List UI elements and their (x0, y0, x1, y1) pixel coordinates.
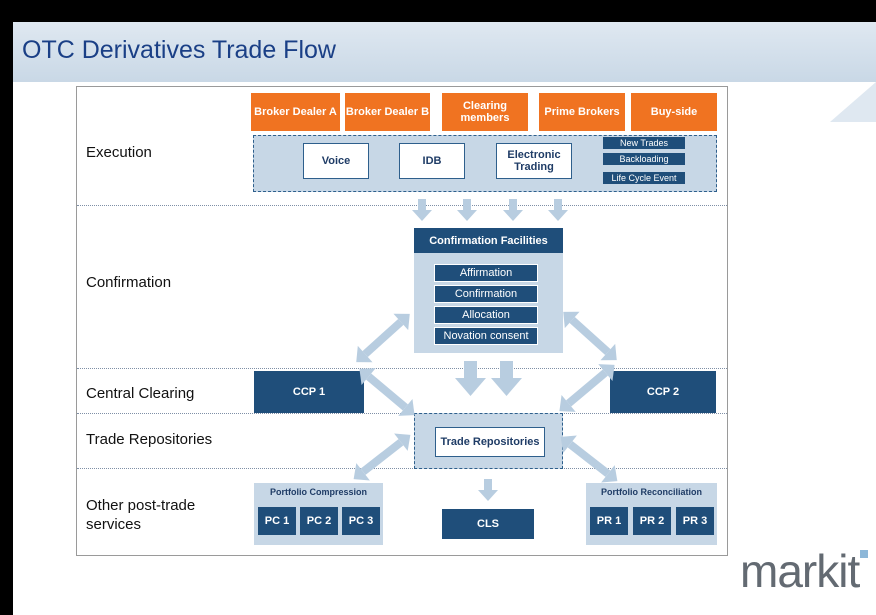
markit-logo: markit (740, 545, 860, 597)
trade-repositories-box: Trade Repositories (435, 427, 545, 457)
pr-3: PR 3 (676, 507, 714, 535)
trade-flow-diagram: Execution Confirmation Central Clearing … (76, 86, 728, 556)
pc-2: PC 2 (300, 507, 338, 535)
arrow-down (548, 199, 568, 221)
event-backloading: Backloading (603, 153, 685, 165)
portfolio-compression-header: Portfolio Compression (269, 487, 367, 497)
event-life-cycle: Life Cycle Event (603, 172, 685, 184)
conf-item-affirmation: Affirmation (434, 264, 538, 282)
conf-item-confirmation: Confirmation (434, 285, 538, 303)
participant-broker-dealer-b: Broker Dealer B (345, 93, 430, 131)
row-label-central-clearing: Central Clearing (86, 385, 195, 402)
arrow-ccp1-confirmation (348, 305, 418, 371)
pr-1: PR 1 (590, 507, 628, 535)
arrow-head (455, 378, 486, 396)
participant-broker-dealer-a: Broker Dealer A (251, 93, 340, 131)
channel-idb: IDB (399, 143, 465, 179)
ccp-1: CCP 1 (254, 371, 364, 413)
row-separator (77, 205, 727, 206)
confirmation-facilities-header: Confirmation Facilities (414, 228, 563, 253)
row-label-execution: Execution (86, 144, 152, 161)
event-new-trades: New Trades (603, 137, 685, 149)
channel-electronic-trading: Electronic Trading (496, 143, 572, 179)
participant-prime-brokers: Prime Brokers (539, 93, 625, 131)
flow-arrows (346, 199, 625, 501)
conf-item-novation-consent: Novation consent (434, 327, 538, 345)
frame-top-border (0, 0, 876, 22)
page-title: OTC Derivatives Trade Flow (22, 36, 336, 64)
row-label-other-post-trade: Other post-trade services (86, 497, 196, 533)
arrow-shaft (464, 361, 477, 379)
frame-left-border (0, 0, 13, 615)
row-label-trade-repositories: Trade Repositories (86, 431, 213, 448)
arrow-down (457, 199, 477, 221)
logo-accent-dot (860, 550, 868, 558)
row-label-confirmation: Confirmation (86, 274, 172, 291)
pc-1: PC 1 (258, 507, 296, 535)
participant-buy-side: Buy-side (631, 93, 717, 131)
arrow-head (491, 378, 522, 396)
pr-2: PR 2 (633, 507, 671, 535)
ccp-2: CCP 2 (610, 371, 716, 413)
row-separator (77, 468, 727, 469)
arrow-down (503, 199, 523, 221)
title-bar (13, 22, 876, 82)
channel-voice: Voice (303, 143, 369, 179)
arrow-ccp1-repository (352, 360, 422, 424)
pc-3: PC 3 (342, 507, 380, 535)
conf-item-allocation: Allocation (434, 306, 538, 324)
arrow-down (478, 479, 498, 501)
row-separator (77, 368, 727, 369)
participant-clearing-members: Clearing members (442, 93, 528, 131)
arrow-compression-repository (346, 426, 418, 488)
cls-box: CLS (442, 509, 534, 539)
arrow-down (412, 199, 432, 221)
arrow-ccp2-confirmation (555, 303, 625, 369)
portfolio-reconciliation-header: Portfolio Reconciliation (600, 487, 702, 497)
arrow-shaft (500, 361, 513, 379)
corner-decoration (830, 82, 876, 122)
arrow-reconciliation-repository (553, 428, 625, 490)
arrow-ccp2-repository (552, 356, 622, 420)
